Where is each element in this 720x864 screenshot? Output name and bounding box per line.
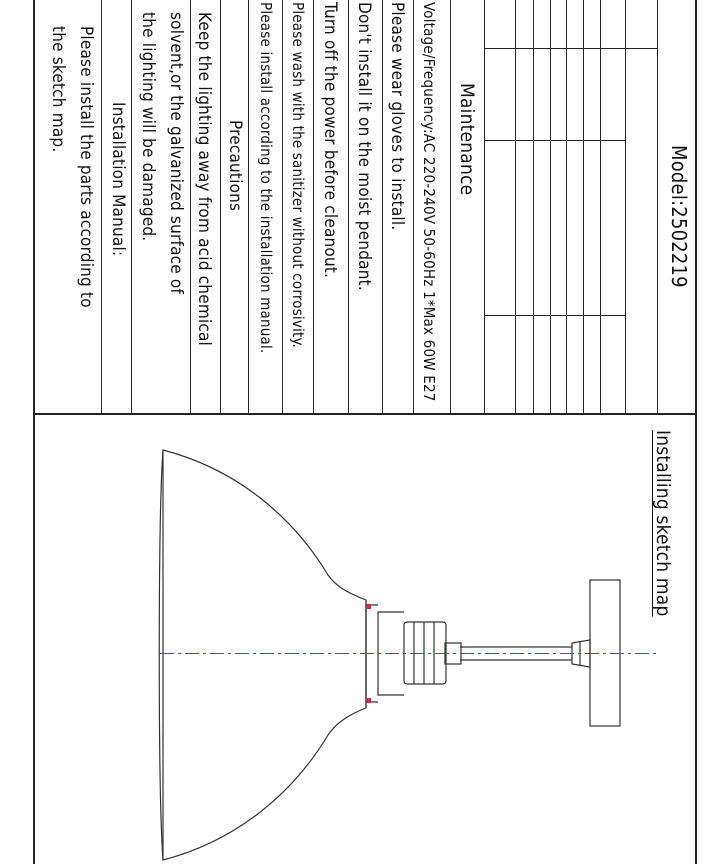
grid-row-line [484,140,625,141]
column-line [248,0,249,413]
grid-line [657,0,658,413]
grid-row-line [484,48,657,49]
mounting-bracket [571,639,591,668]
lamp-shade [162,449,367,861]
grid-line [583,0,584,413]
column-line [413,0,414,413]
shade-rim [158,449,164,861]
column-line [313,0,314,413]
column-line [131,0,132,413]
grid-line [484,0,485,413]
grid-line [625,0,626,413]
grid-line [600,0,601,413]
screw [366,604,371,609]
grid-row-line [484,315,625,316]
outer-right-border [695,0,697,864]
column-line [348,0,349,413]
column-line [282,0,283,413]
column-line [101,0,102,413]
column-line [220,0,221,413]
outer-left-border [33,0,35,864]
grid-line [515,0,516,413]
column-line [450,0,451,413]
section-divider [33,413,697,415]
grid-line [566,0,567,413]
screw [366,698,371,703]
grid-line [533,0,534,413]
column-line [382,0,383,413]
column-line [190,0,191,413]
grid-line [550,0,551,413]
